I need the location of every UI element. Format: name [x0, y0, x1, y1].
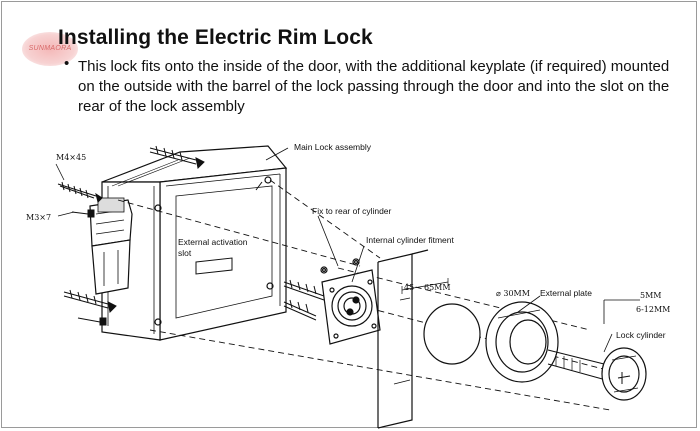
label-main-lock: Main Lock assembly [294, 142, 372, 152]
main-lock-body [89, 145, 288, 341]
internal-cylinder-fitment [320, 258, 381, 345]
door-section [377, 249, 449, 429]
label-dim-65: 65MM [424, 283, 451, 292]
label-lock-cylinder: Lock cylinder [616, 330, 666, 340]
door-hole [423, 303, 481, 365]
bullet-icon: • [64, 55, 70, 72]
label-dim-30: ⌀ 30MM [496, 289, 530, 298]
lock-cylinder [547, 347, 647, 401]
label-external-slot-1: External activation [178, 237, 248, 247]
bullet-text: This lock fits onto the inside of the do… [78, 58, 670, 115]
label-m3x7: M3×7 [26, 213, 51, 222]
label-internal-fitment: Internal cylinder fitment [366, 235, 455, 245]
slide-title: Installing the Electric Rim Lock [58, 26, 373, 49]
label-6-12mm: 6-12MM [636, 305, 670, 314]
label-external-plate: External plate [540, 288, 592, 298]
screws-left [57, 145, 325, 326]
external-plate [485, 301, 559, 383]
leader-lines [55, 147, 640, 353]
label-fix-rear: Fix to rear of cylinder [312, 206, 392, 216]
label-5mm: 5MM [640, 291, 661, 300]
label-m4x45: M4×45 [56, 153, 86, 162]
watermark-logo: SUNMAORA [22, 32, 78, 66]
label-external-slot-2: slot [178, 248, 192, 258]
label-dim-45: 45 [404, 283, 414, 292]
